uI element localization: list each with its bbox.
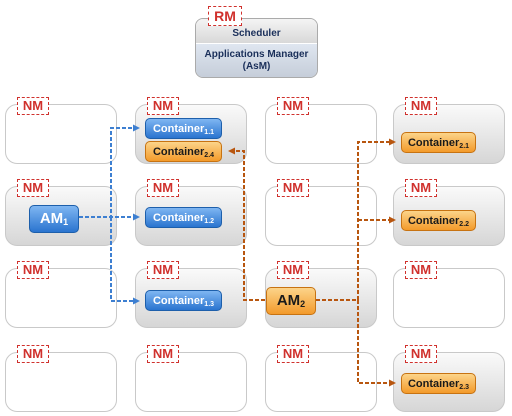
- container-sub: 2.2: [459, 221, 470, 228]
- container-2-1: Container2.1: [401, 132, 476, 153]
- container-sub: 1.3: [204, 301, 215, 308]
- container-2-4: Container2.4: [145, 141, 222, 162]
- asm-line2: (AsM): [242, 61, 271, 72]
- container-sub: 1.1: [204, 129, 215, 136]
- container-sub: 2.3: [459, 384, 470, 391]
- container-1-2: Container1.2: [145, 207, 222, 228]
- nm-tag: NM: [405, 97, 437, 115]
- am2-to-container-2-3-arrow: [357, 300, 396, 387]
- nm-tag: NM: [147, 179, 179, 197]
- container-1-1: Container1.1: [145, 118, 222, 139]
- container-sub: 2.1: [459, 143, 470, 150]
- am2-sub: 2: [300, 299, 306, 309]
- container-label: Container: [407, 137, 460, 149]
- nm-tag: NM: [17, 345, 49, 363]
- nm-tag: NM: [405, 345, 437, 363]
- nm-tag: NM: [405, 179, 437, 197]
- asm-line1: Applications Manager: [204, 49, 309, 60]
- application-master-2: AM2: [266, 287, 316, 315]
- node-manager-box: NM: [135, 345, 247, 412]
- am2-to-container-2-4-arrow: [228, 147, 265, 301]
- container-2-3: Container2.3: [401, 373, 476, 394]
- application-master-1: AM1: [29, 205, 79, 233]
- container-label: Container: [407, 215, 460, 227]
- nm-tag: NM: [17, 179, 49, 197]
- nm-tag: NM: [405, 261, 437, 279]
- container-label: Container: [152, 295, 205, 307]
- node-manager-box: NM: [393, 261, 505, 328]
- container-label: Container: [152, 212, 205, 224]
- node-manager-box: NM: [5, 261, 117, 328]
- rm-tag: RM: [208, 6, 242, 26]
- nm-tag: NM: [277, 97, 309, 115]
- am1-to-container-1-1-arrow: [79, 124, 140, 218]
- node-manager-box: NM: [5, 97, 117, 164]
- nm-tag: NM: [147, 97, 179, 115]
- nm-tag: NM: [147, 261, 179, 279]
- applications-manager-label: Applications Manager (AsM): [196, 44, 317, 77]
- container-sub: 1.2: [204, 218, 215, 225]
- container-label: Container: [407, 378, 460, 390]
- node-manager-box: NM: [5, 345, 117, 412]
- nm-tag: NM: [277, 261, 309, 279]
- container-label: Container: [152, 123, 205, 135]
- am1-label: AM: [39, 210, 64, 227]
- container-sub: 2.4: [204, 152, 215, 159]
- am2-label: AM: [276, 292, 301, 309]
- am1-to-container-1-3-arrow: [110, 217, 140, 305]
- nm-tag: NM: [147, 345, 179, 363]
- container-2-2: Container2.2: [401, 210, 476, 231]
- nm-tag: NM: [17, 261, 49, 279]
- am1-sub: 1: [63, 217, 69, 227]
- container-label: Container: [152, 146, 205, 158]
- container-1-3: Container1.3: [145, 290, 222, 311]
- nm-tag: NM: [277, 179, 309, 197]
- nm-tag: NM: [17, 97, 49, 115]
- nm-tag: NM: [277, 345, 309, 363]
